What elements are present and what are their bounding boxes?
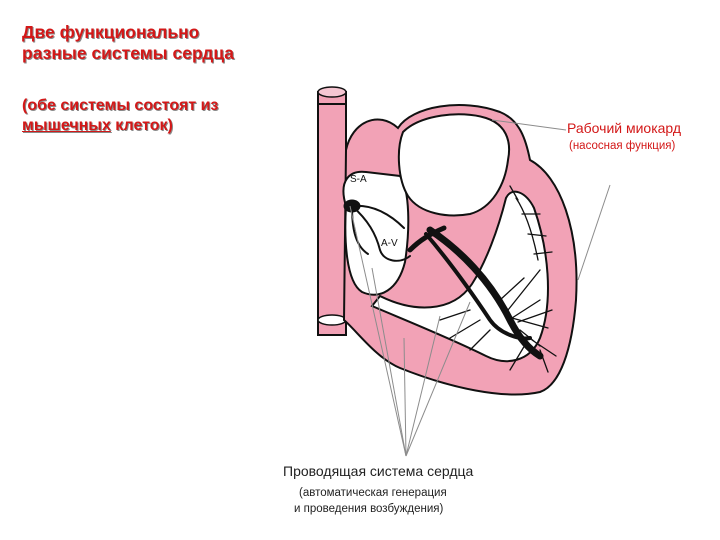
subtitle-suffix: клеток) [110,117,173,134]
subtitle-underlined-word: мышечных [22,117,111,134]
conduction-label: Проводящая система сердца [283,463,474,479]
purkinje-fibers [439,185,557,373]
pointer-lines [349,119,611,457]
node-av-label: A-V [381,238,398,249]
subtitle-prefix: (обе системы состоят из [22,97,219,114]
bundle-left [426,226,544,360]
left-atrium [397,113,510,217]
myocardium-label: Рабочий миокард [567,120,682,136]
av-node [407,225,447,253]
slide-subtitle: (обе системы состоят из мышечных клеток) [22,96,252,136]
node-sa-label: S-A [350,174,367,185]
myocardium-sublabel: (насосная функция) [569,140,676,152]
conduction-sublabel-2: и проведения возбуждения) [294,503,444,515]
right-atrium [342,170,410,296]
slide-title: Две функционально разные системы сердца [22,22,235,63]
aorta [317,86,347,336]
bundle-right [424,232,532,341]
conduction-sublabel-1: (автоматическая генерация [299,487,447,499]
conduction-system [343,185,557,373]
